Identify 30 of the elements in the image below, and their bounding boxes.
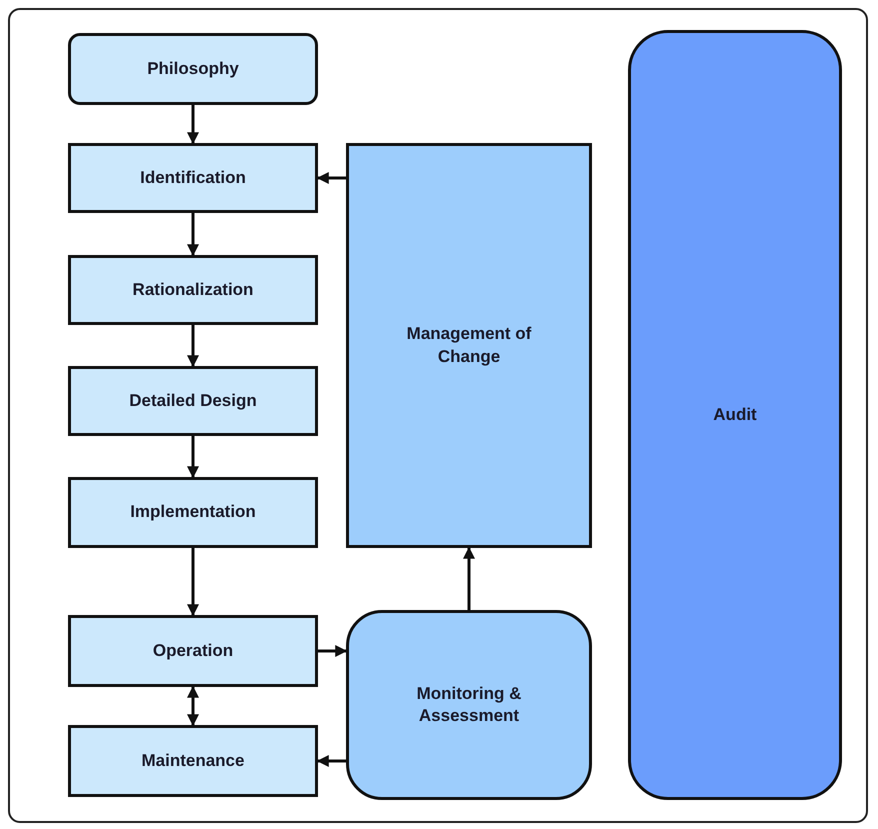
process-box [346, 143, 592, 548]
process-box [68, 255, 318, 325]
arrow [463, 546, 475, 610]
process-box [68, 143, 318, 213]
arrow [187, 436, 199, 478]
arrow [316, 755, 346, 767]
process-box [68, 33, 318, 105]
box-label: Identification [139, 166, 247, 189]
box-label: Monitoring & Assessment [416, 682, 522, 727]
process-box [68, 477, 318, 548]
arrow [187, 325, 199, 368]
arrow [318, 645, 348, 657]
process-box [346, 610, 592, 800]
box-label: Maintenance [140, 750, 246, 772]
process-box [68, 366, 318, 436]
box-label: Audit [712, 404, 758, 426]
box-label: Rationalization [132, 278, 254, 301]
process-box [68, 725, 318, 797]
arrow [187, 548, 199, 616]
box-label: Detailed Design [128, 390, 258, 412]
box-label: Management of Change [406, 323, 532, 368]
arrow [316, 172, 346, 184]
arrow [187, 105, 199, 144]
audit-panel [628, 30, 842, 800]
process-box [68, 615, 318, 687]
box-label: Operation [152, 640, 234, 662]
arrow [187, 213, 199, 256]
box-label: Philosophy [146, 58, 240, 80]
box-label: Implementation [129, 501, 257, 524]
arrow [187, 686, 199, 726]
